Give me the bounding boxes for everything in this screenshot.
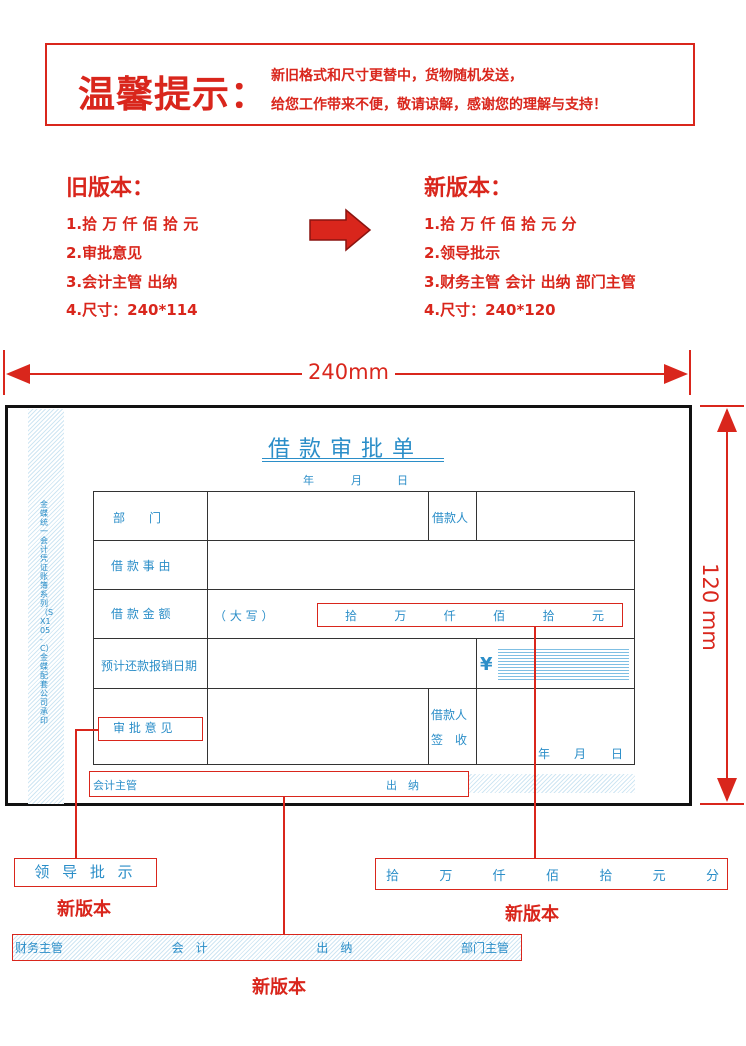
notice-line-1: 新旧格式和尺寸更替中，货物随机发送， (271, 68, 523, 84)
table-line (428, 688, 429, 765)
form-date-day: 日 (397, 474, 408, 487)
table-line (476, 638, 477, 688)
loan-form-frame (5, 405, 692, 806)
old-version-item-4: 4.尺寸：240*114 (66, 301, 198, 319)
label-repay-date: 预计还款报销日期 (101, 659, 198, 673)
callout-line (534, 627, 536, 859)
sign-date-year: 年 (538, 747, 551, 761)
table-line (93, 491, 635, 492)
table-line (207, 491, 208, 765)
callout-unit-bai: 佰 (545, 868, 559, 884)
unit-wan: 万 (394, 608, 407, 623)
callout-line (283, 797, 285, 934)
form-side-text: 金蝶统一会计凭证账簿系列（SX105-C）金蝶配套公司承印 (40, 500, 54, 725)
unit-qian: 仟 (443, 608, 456, 623)
callout-unit-shi: 拾 (386, 868, 400, 884)
table-line (93, 764, 635, 765)
old-version-item-1: 1.拾 万 仟 佰 拾 元 (66, 215, 199, 233)
label-borrower: 借款人 (432, 511, 469, 525)
table-line (93, 491, 94, 765)
title-underline-2 (262, 461, 444, 462)
new-version-tag-2: 新版本 (505, 904, 559, 925)
footer-callout-box: 财务主管 会 计 出 纳 部门主管 (12, 934, 522, 961)
notice-title: 温馨提示： (78, 73, 268, 116)
footer-red-box (89, 771, 469, 797)
table-line (93, 688, 635, 689)
label-reason: 借 款 事 由 (111, 559, 171, 573)
table-line (93, 589, 635, 590)
unit-shi: 拾 (345, 608, 358, 623)
amount-units-box: 拾 万 仟 佰 拾 元 (317, 603, 623, 627)
callout-unit-shi-2: 拾 (599, 868, 613, 884)
callout-finance-supervisor: 财务主管 (15, 941, 64, 955)
old-version-heading: 旧版本： (66, 176, 155, 201)
leader-approval-box: 领 导 批 示 (14, 858, 157, 887)
new-version-item-4: 4.尺寸：240*120 (424, 301, 556, 319)
callout-unit-qian: 仟 (492, 868, 506, 884)
callout-cashier: 出 纳 (316, 941, 353, 955)
label-amount: 借 款 金 额 (111, 607, 171, 621)
callout-unit-yuan: 元 (652, 868, 666, 884)
new-version-item-1: 1.拾 万 仟 佰 拾 元 分 (424, 215, 577, 233)
unit-bai: 佰 (493, 608, 506, 623)
table-line (93, 638, 635, 639)
notice-line-2: 给您工作带来不便，敬请谅解，感谢您的理解与支持！ (271, 97, 607, 113)
height-label: 120 mm (697, 557, 722, 657)
callout-line (75, 729, 99, 731)
new-version-tag-1: 新版本 (57, 899, 111, 920)
table-line (476, 688, 477, 765)
notice-box (45, 43, 695, 126)
new-version-heading: 新版本： (424, 176, 513, 201)
callout-dept-supervisor: 部门主管 (460, 941, 509, 955)
table-line (634, 491, 635, 765)
new-version-item-2: 2.领导批示 (424, 244, 501, 262)
new-version-item-3: 3.财务主管 会计 出纳 部门主管 (424, 273, 636, 291)
label-capital: （ 大 写 ） (214, 609, 274, 623)
footer-accounting-supervisor: 会计主管 (93, 779, 137, 792)
old-version-item-3: 3.会计主管 出纳 (66, 273, 178, 291)
sign-date-month: 月 (574, 747, 587, 761)
right-arrow-icon (309, 208, 372, 252)
form-side-strip (28, 409, 64, 804)
height-dimension-line (700, 405, 744, 805)
form-date-month: 月 (351, 474, 362, 487)
unit-yuan: 元 (591, 608, 604, 623)
callout-line (75, 729, 77, 859)
title-underline (262, 458, 444, 459)
unit-shi-2: 拾 (542, 608, 555, 623)
form-title: 借款审批单 (268, 437, 424, 462)
form-date-year: 年 (303, 474, 314, 487)
sign-date-day: 日 (611, 747, 624, 761)
callout-accountant: 会 计 (171, 941, 208, 955)
footer-cashier: 出 纳 (386, 779, 419, 792)
table-line (476, 491, 477, 540)
old-version-item-2: 2.审批意见 (66, 244, 143, 262)
label-department: 部 门 (113, 511, 162, 525)
amount-lines (498, 649, 629, 681)
table-line (93, 540, 635, 541)
new-version-tag-3: 新版本 (252, 977, 306, 998)
callout-unit-fen: 分 (705, 868, 719, 884)
width-label: 240mm (302, 360, 395, 384)
label-borrower-sign: 借款人 (431, 708, 468, 722)
units-callout-box: 拾 万 仟 佰 拾 元 分 (375, 858, 728, 890)
label-sign-receive: 签 收 (431, 733, 468, 747)
callout-unit-wan: 万 (439, 868, 453, 884)
yen-symbol: ¥ (480, 654, 493, 675)
table-line (428, 491, 429, 540)
approval-box: 审 批 意 见 (98, 717, 203, 741)
